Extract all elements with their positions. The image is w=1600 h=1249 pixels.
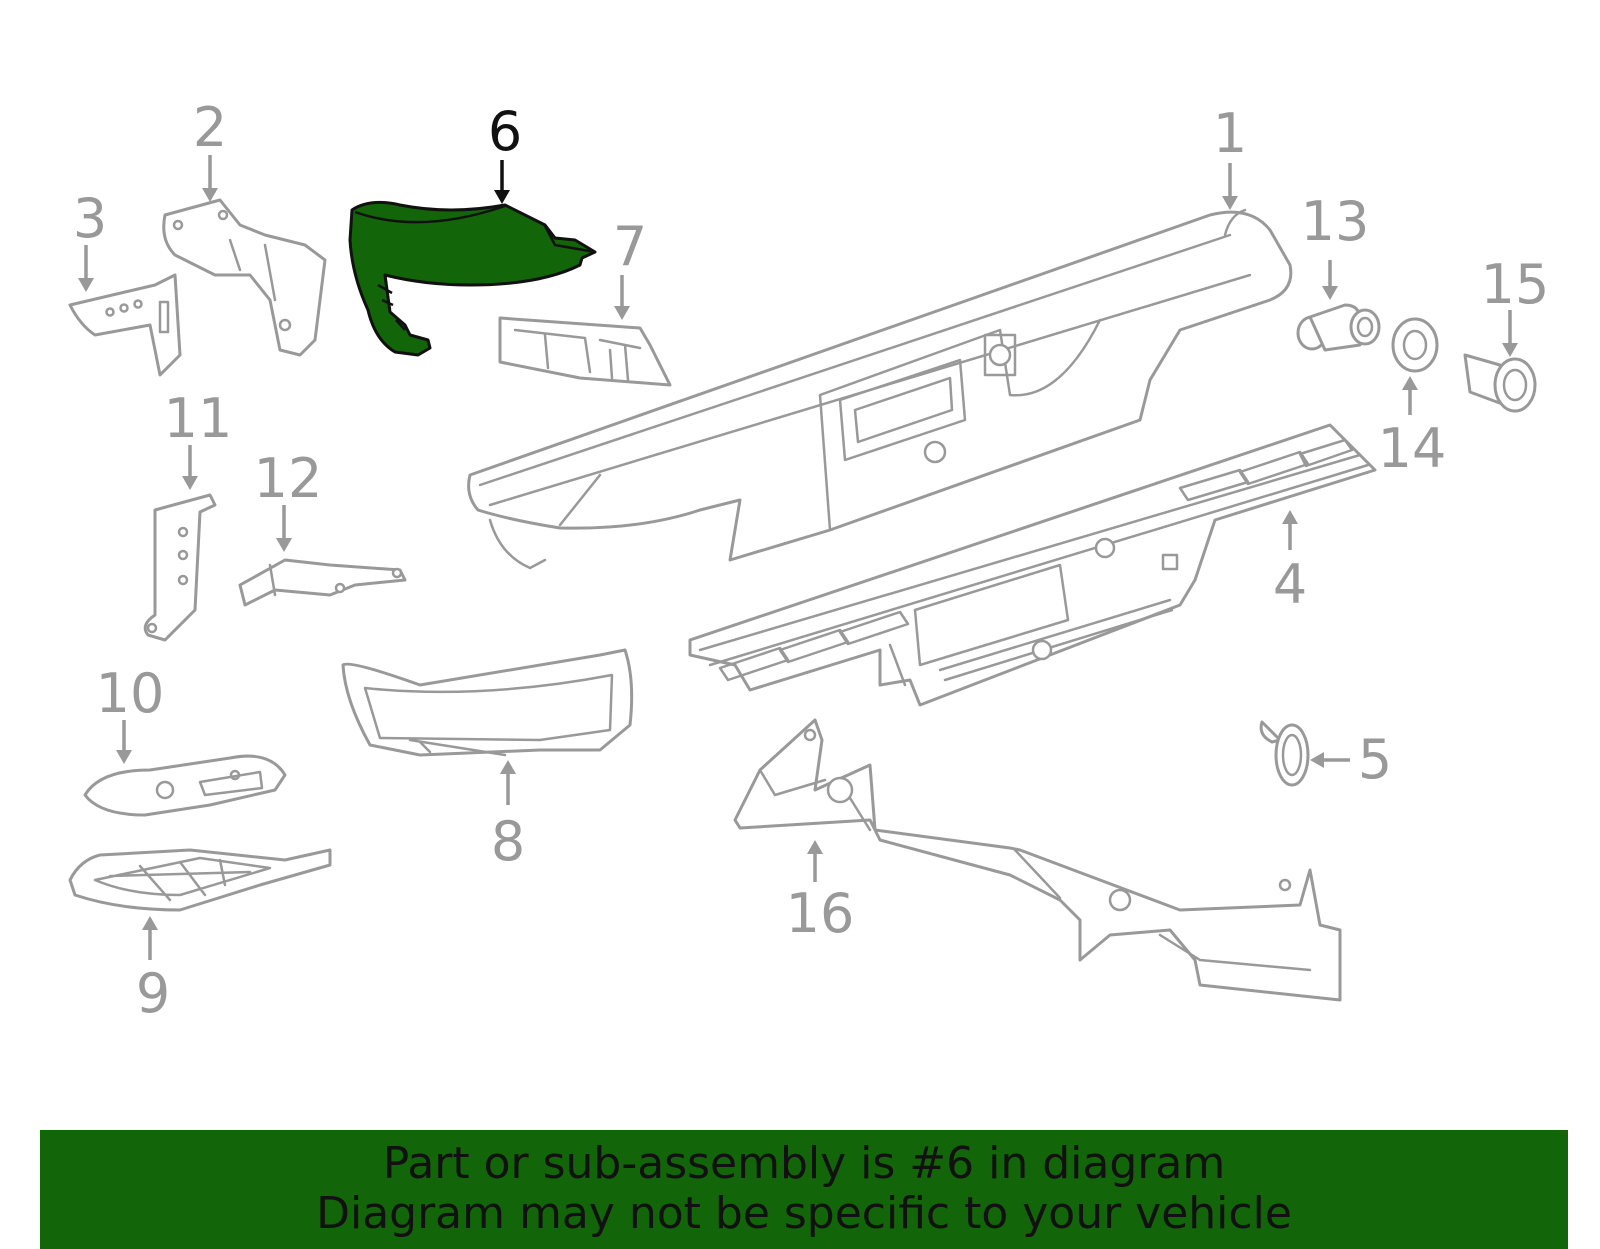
callout-2[interactable]: 2 xyxy=(193,96,227,159)
part-10-bracket-pad[interactable] xyxy=(83,754,287,817)
callout-3[interactable]: 3 xyxy=(73,187,107,250)
part-5-clip[interactable] xyxy=(1259,720,1310,787)
callout-5[interactable]: 5 xyxy=(1358,728,1392,791)
callout-4[interactable]: 4 xyxy=(1273,553,1307,616)
banner-line-1: Part or sub-assembly is #6 in diagram xyxy=(382,1138,1226,1189)
part-9-step-pad[interactable] xyxy=(68,848,332,912)
part-12-bracket[interactable] xyxy=(238,558,407,607)
callout-9[interactable]: 9 xyxy=(136,962,170,1025)
part-7-reinforcement[interactable] xyxy=(498,316,672,387)
callout-7[interactable]: 7 xyxy=(613,215,647,278)
callout-15[interactable]: 15 xyxy=(1481,253,1550,316)
callout-14[interactable]: 14 xyxy=(1378,417,1447,480)
callout-13[interactable]: 13 xyxy=(1301,190,1370,253)
banner-line-2: Diagram may not be specific to your vehi… xyxy=(316,1188,1292,1239)
part-1-bumper-face-bar[interactable] xyxy=(467,208,1293,570)
part-2-bracket[interactable] xyxy=(162,198,327,357)
part-6-end-cap[interactable] xyxy=(348,200,597,357)
callout-numbers: 1 2 3 4 5 6 7 8 9 10 11 12 13 14 15 16 xyxy=(73,96,1550,1025)
callout-arrows xyxy=(78,155,1518,960)
info-banner: Part or sub-assembly is #6 in diagram Di… xyxy=(40,1130,1568,1249)
callout-8[interactable]: 8 xyxy=(491,810,525,873)
part-11-bracket[interactable] xyxy=(143,493,217,642)
part-3-bracket[interactable] xyxy=(68,273,182,377)
callout-6[interactable]: 6 xyxy=(488,100,522,163)
part-13-sensor[interactable] xyxy=(1296,303,1381,352)
callout-10[interactable]: 10 xyxy=(96,662,165,725)
callout-11[interactable]: 11 xyxy=(164,387,233,450)
part-14-grommet[interactable] xyxy=(1391,317,1439,373)
part-15-retainer[interactable] xyxy=(1463,353,1537,413)
callout-12[interactable]: 12 xyxy=(254,447,323,510)
part-8-end-pad[interactable] xyxy=(341,648,634,757)
part-4-step-pad[interactable] xyxy=(688,423,1377,707)
callout-16[interactable]: 16 xyxy=(786,882,855,945)
callout-1[interactable]: 1 xyxy=(1213,102,1247,165)
part-16-hitch[interactable] xyxy=(733,718,1342,1002)
